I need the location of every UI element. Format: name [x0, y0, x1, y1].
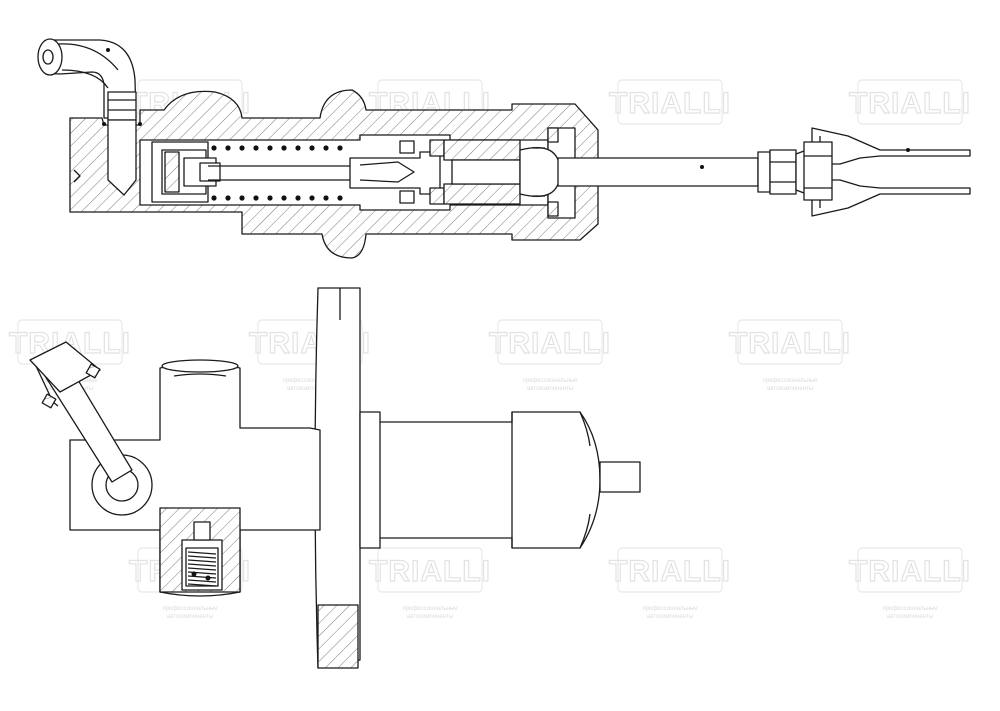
pushrod	[557, 157, 759, 187]
spring-coil-section	[225, 195, 231, 201]
spring-coil-section	[225, 145, 231, 151]
watermark-logo: TRIALLI	[608, 79, 731, 125]
spring-coil-section	[267, 145, 273, 151]
thread-line	[187, 583, 217, 587]
watermark-tagline: автокомпоненты	[767, 386, 813, 392]
watermark-tagline: автокомпоненты	[167, 614, 213, 620]
watermark-logo: TRIALLI профессиональные автокомпоненты	[608, 547, 731, 620]
spring-coil-section	[211, 195, 217, 201]
thread-line	[187, 563, 217, 567]
watermark-logo: TRIALLI профессиональные автокомпоненты	[728, 319, 851, 392]
spring-coil-section	[239, 195, 245, 201]
spring-coil-section	[253, 145, 259, 151]
watermark-tagline: профессиональные	[642, 606, 698, 612]
watermark-brand: TRIALLI	[729, 327, 851, 360]
watermark-layer: TRIALLI TRIALLI TRIALLI TRIALLI TRIALLI профе…	[8, 79, 971, 620]
spring-coil-section	[323, 195, 329, 201]
watermark-tagline: профессиональные	[162, 606, 218, 612]
watermark-tagline: профессиональные	[522, 378, 578, 384]
watermark-tagline: профессиональные	[282, 378, 338, 384]
watermark-tagline: автокомпоненты	[887, 614, 933, 620]
pushrod-ball	[519, 146, 561, 198]
watermark-tagline: автокомпоненты	[647, 614, 693, 620]
spring-coil-section	[267, 195, 273, 201]
thread-line	[187, 579, 217, 583]
thread-line	[187, 551, 217, 555]
spring-coil-section	[337, 145, 343, 151]
watermark-tagline: автокомпоненты	[407, 614, 453, 620]
spring-coil-section	[211, 145, 217, 151]
cylinder-barrel	[359, 411, 601, 549]
watermark-tagline: автокомпоненты	[527, 386, 573, 392]
pushrod-external	[599, 461, 641, 493]
watermark-logo: TRIALLI профессиональные автокомпоненты	[848, 547, 971, 620]
watermark-brand: TRIALLI	[369, 555, 491, 588]
watermark-brand: TRIALLI	[489, 327, 611, 360]
spring-coil-section	[309, 145, 315, 151]
spring-coil-section	[253, 195, 259, 201]
spring-coil-section	[309, 195, 315, 201]
watermark-brand: TRIALLI	[849, 87, 971, 120]
primary-seal	[161, 149, 221, 195]
watermark-logo: TRIALLI	[848, 79, 971, 125]
spring-coil-section	[239, 145, 245, 151]
watermark-tagline: профессиональные	[402, 606, 458, 612]
spring-coil-section	[323, 145, 329, 151]
watermark-tagline: профессиональные	[762, 378, 818, 384]
watermark-brand: TRIALLI	[849, 555, 971, 588]
return-spring	[211, 145, 343, 201]
spring-coil-section	[295, 145, 301, 151]
spring-coil-section	[337, 195, 343, 201]
lock-nut	[757, 149, 797, 195]
watermark-tagline: автокомпоненты	[287, 386, 333, 392]
watermark-logo: TRIALLI профессиональные автокомпоненты	[368, 547, 491, 620]
external-view	[29, 287, 641, 669]
clevis-fork	[795, 127, 971, 217]
watermark-tagline: профессиональные	[882, 606, 938, 612]
thread-line	[187, 575, 217, 579]
watermark-brand: TRIALLI	[609, 87, 731, 120]
spring-coil-section	[281, 145, 287, 151]
section-view	[37, 38, 971, 259]
watermark-logo: TRIALLI профессиональные автокомпоненты	[488, 319, 611, 392]
spring-coil-section	[295, 195, 301, 201]
spring-coil-section	[281, 195, 287, 201]
watermark-brand: TRIALLI	[609, 555, 731, 588]
thread-line	[187, 567, 217, 571]
thread-line	[187, 555, 217, 559]
thread-line	[187, 559, 217, 563]
inlet-pipe-elbow	[37, 38, 137, 121]
inlet-tube	[29, 341, 153, 516]
